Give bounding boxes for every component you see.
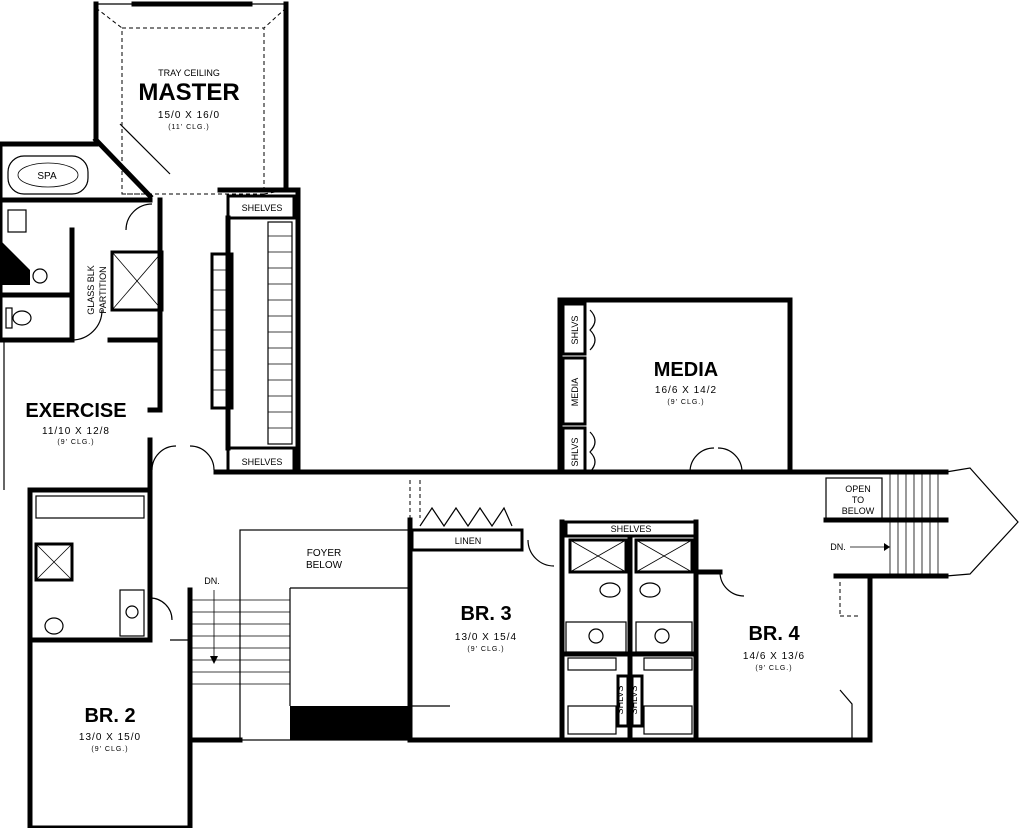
hall-walls [147, 469, 907, 643]
toilet-left-icon [599, 582, 621, 598]
br3-room-dims: 13/0 X 15/4 [455, 632, 517, 643]
br2-room-name: BR. 2 [84, 705, 135, 727]
stair-down-label-left: DN. [204, 576, 220, 586]
exercise-room-name: EXERCISE [25, 400, 126, 422]
vanity-right [635, 621, 693, 653]
linen-label: LINEN [455, 536, 482, 546]
vanity-left [565, 621, 627, 653]
sink-icon [32, 268, 48, 284]
br4-closet-angle [839, 689, 853, 740]
shelves-top-box [226, 194, 296, 220]
master-room-dims: 15/0 X 16/0 [158, 110, 220, 121]
br2-door-swing [149, 597, 173, 621]
br3-room-name: BR. 3 [460, 603, 511, 625]
sink-right-icon [654, 628, 670, 644]
media-curtain-upper [589, 309, 596, 351]
toilet-icon [12, 310, 32, 326]
shower-right [634, 538, 694, 574]
media-shelf-lower [561, 426, 587, 474]
exercise-room-dims: 11/10 X 12/8 [42, 426, 110, 437]
shelves-top-label: SHELVES [242, 203, 283, 213]
exercise-door-swing-2 [189, 445, 215, 471]
media-room-dims: 16/6 X 14/2 [655, 385, 717, 396]
open-to-below-line2: TO [852, 495, 864, 505]
br2-sink-icon [125, 605, 139, 619]
br2-shower [34, 542, 74, 582]
shared-bath [559, 519, 873, 743]
shelves-bottom-label: SHELVES [242, 457, 283, 467]
br2-room-ceiling: (9' CLG.) [91, 746, 128, 753]
bath-shelf-left-label: SHLVS [615, 686, 625, 715]
foyer-below-line1: FOYER [307, 548, 341, 559]
sink-left-icon [588, 628, 604, 644]
bath-cabinet [7, 209, 27, 233]
br3-walls [407, 539, 563, 743]
closet-rod-left [210, 252, 234, 410]
br4-room-ceiling: (9' CLG.) [755, 665, 792, 672]
vanity-counter [0, 240, 30, 285]
bay-window [945, 467, 1019, 577]
bath-shelves-label: SHELVES [611, 524, 652, 534]
spa-tub [7, 155, 89, 195]
media-shelf-upper-label: SHLVS [570, 316, 580, 345]
glass-partition-label-1: GLASS BLK [86, 265, 96, 315]
media-shelf-upper [561, 302, 587, 356]
bath-door-swing-2 [125, 203, 153, 231]
foyer-landing [290, 706, 410, 740]
tray-ceiling-outline [95, 7, 287, 195]
media-curtain-lower [589, 431, 596, 473]
br2-closet-rail [35, 495, 145, 519]
br2-toilet-icon [44, 617, 64, 635]
exercise-door-swing [151, 445, 177, 471]
exercise-room-ceiling: (9' CLG.) [57, 439, 94, 446]
right-stair [823, 467, 1019, 579]
master-suite-walls [92, 1, 301, 475]
walk-in-closet [210, 194, 296, 474]
bath-door-swing [71, 309, 103, 341]
open-to-below-line1: OPEN [845, 484, 871, 494]
closet-rod-right [267, 221, 293, 445]
glass-partition-label-2: PARTITION [98, 266, 108, 313]
media-room [557, 297, 793, 475]
br4-room-name: BR. 4 [748, 623, 800, 645]
br2-room-dims: 13/0 X 15/0 [79, 732, 141, 743]
media-shelf-mid-label: MEDIA [570, 378, 580, 407]
media-room-name: MEDIA [654, 359, 718, 381]
foyer-open-area [187, 517, 413, 743]
exercise-room-walls [0, 337, 215, 493]
br4-walls [693, 569, 873, 743]
master-bath [0, 141, 164, 343]
stair-down-label-right: DN. [830, 542, 846, 552]
bath-shelf-right-label: SHLVS [629, 686, 639, 715]
media-door-left [689, 447, 715, 473]
open-to-below-line3: BELOW [842, 506, 875, 516]
spa-label: SPA [37, 171, 57, 182]
foyer-below-line2: BELOW [306, 560, 343, 571]
br4-room-dims: 14/6 X 13/6 [743, 651, 805, 662]
br3-door-swing [527, 539, 555, 567]
master-ceiling-note: TRAY CEILING [158, 68, 220, 78]
shower-left [568, 538, 628, 574]
media-shelf-mid [561, 356, 587, 426]
br2-and-bath [27, 487, 243, 828]
br3-room-ceiling: (9' CLG.) [467, 646, 504, 653]
master-room-ceiling: (11' CLG.) [168, 124, 210, 131]
linen-bifold-doors [419, 506, 513, 528]
media-shelf-lower-label: SHLVS [570, 438, 580, 467]
master-room-name: MASTER [138, 79, 239, 106]
br4-door-swing [719, 571, 745, 597]
toilet-right-icon [639, 582, 661, 598]
media-door-right [717, 447, 743, 473]
media-room-ceiling: (9' CLG.) [667, 399, 704, 406]
